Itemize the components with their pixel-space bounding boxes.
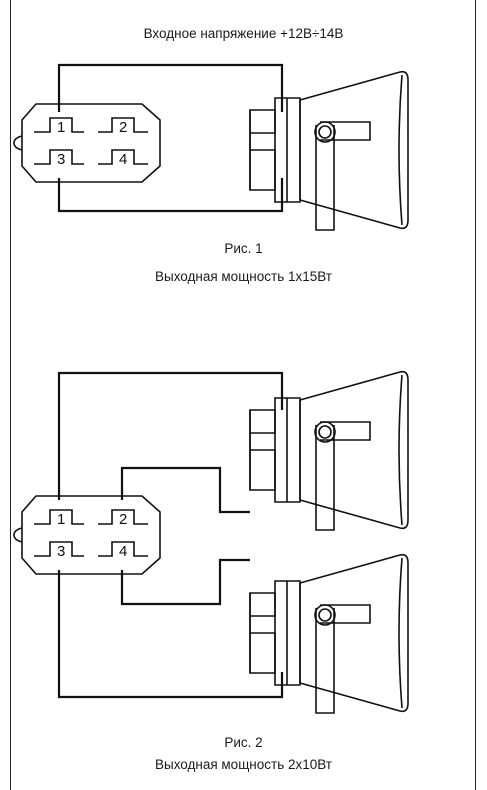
figure-1-caption: Рис. 1 (224, 241, 263, 256)
fig1-wire-loop (57, 63, 284, 213)
page-frame (10, 0, 476, 790)
fig2-horn-speaker-bottom (249, 553, 409, 714)
fig2-wire-pin4 (120, 558, 250, 606)
fig2-connector-block (13, 495, 161, 575)
figure-2-diagram (13, 370, 409, 714)
figure-1-output-power: Выходная мощность 1x15Вт (154, 269, 332, 284)
figure-2-output-power: Выходная мощность 2x10Вт (154, 757, 332, 772)
figure-2-caption: Рис. 2 (224, 735, 263, 750)
fig1-connector-block (13, 103, 161, 183)
fig2-wire-pin2 (120, 466, 250, 514)
figure-1-diagram (13, 63, 409, 231)
fig1-horn-speaker (249, 70, 409, 231)
fig2-wire-outer-bottom (57, 570, 284, 699)
input-voltage-label: Входное напряжение +12В÷14В (143, 26, 344, 41)
fig2-horn-speaker-top (249, 370, 409, 531)
fig2-wire-outer-top (57, 371, 284, 500)
